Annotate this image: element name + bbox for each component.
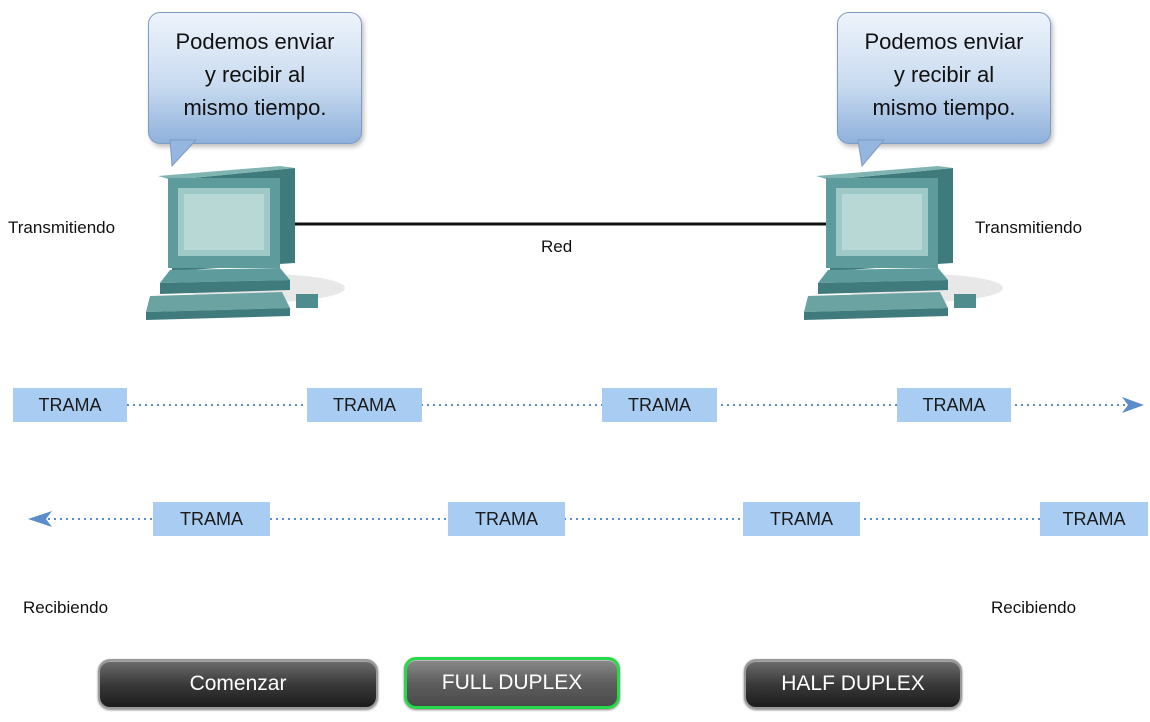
label-receive-right: Recibiendo [991, 598, 1077, 617]
computer-right-icon [804, 166, 1003, 320]
label-transmit-right: Transmitiendo [975, 218, 1083, 237]
frame-top: TRAMA [307, 388, 422, 422]
arrow-left-icon [28, 511, 52, 527]
frame-bottom: TRAMA [1040, 502, 1148, 536]
full-duplex-button[interactable]: FULL DUPLEX [404, 657, 620, 709]
label-receive-left: Recibiendo [23, 598, 109, 617]
bubble-line: y recibir al [893, 62, 995, 87]
frame-bottom: TRAMA [743, 502, 860, 536]
frame-bottom: TRAMA [153, 502, 270, 536]
speech-bubble-left: Podemos enviar y recibir al mismo tiempo… [148, 12, 362, 144]
frame-top: TRAMA [602, 388, 717, 422]
label-transmit-left: Transmitiendo [8, 218, 116, 237]
arrow-right-icon [1122, 397, 1144, 413]
computer-left-icon [146, 166, 345, 320]
half-duplex-button[interactable]: HALF DUPLEX [744, 659, 962, 709]
bubble-tail-left [169, 139, 198, 168]
speech-bubble-right: Podemos enviar y recibir al mismo tiempo… [837, 12, 1051, 144]
bubble-line: mismo tiempo. [872, 95, 1016, 120]
bubble-line: Podemos enviar [175, 29, 335, 54]
frame-top: TRAMA [897, 388, 1011, 422]
start-button[interactable]: Comenzar [98, 659, 378, 709]
bubble-line: y recibir al [204, 62, 306, 87]
frame-bottom: TRAMA [448, 502, 565, 536]
frame-top: TRAMA [13, 388, 127, 422]
label-network: Red [541, 237, 573, 256]
speech-bubble-text: Podemos enviar y recibir al mismo tiempo… [838, 25, 1050, 124]
bubble-tail-right [857, 139, 886, 168]
speech-bubble-text: Podemos enviar y recibir al mismo tiempo… [149, 25, 361, 124]
bubble-line: Podemos enviar [864, 29, 1024, 54]
bubble-line: mismo tiempo. [183, 95, 327, 120]
